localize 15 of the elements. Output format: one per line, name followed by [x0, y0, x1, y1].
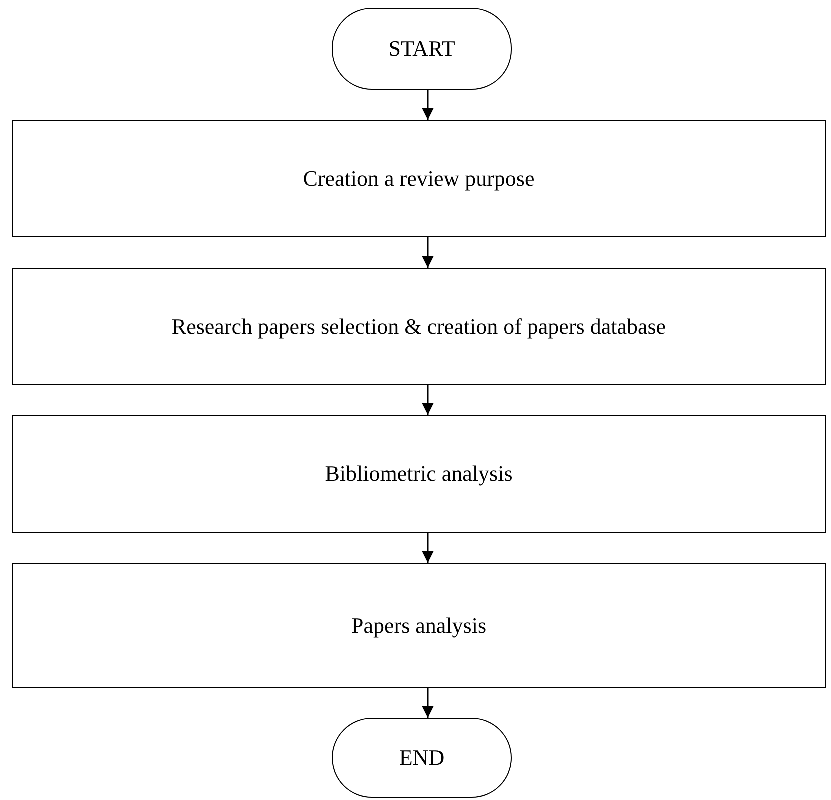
arrow — [422, 688, 434, 718]
node-label: Bibliometric analysis — [325, 461, 513, 487]
process-box — [12, 268, 826, 385]
node-label: Research papers selection & creation of papers database — [172, 314, 666, 340]
node-label: START — [388, 36, 456, 62]
arrow — [422, 533, 434, 563]
process-box — [12, 563, 826, 688]
node-label: END — [399, 745, 445, 771]
arrow — [422, 90, 434, 120]
node-label: Papers analysis — [351, 612, 487, 638]
arrow — [422, 237, 434, 268]
node-label: Creation a review purpose — [303, 166, 535, 192]
process-box — [12, 415, 826, 533]
arrow — [422, 385, 434, 415]
process-box — [12, 120, 826, 237]
